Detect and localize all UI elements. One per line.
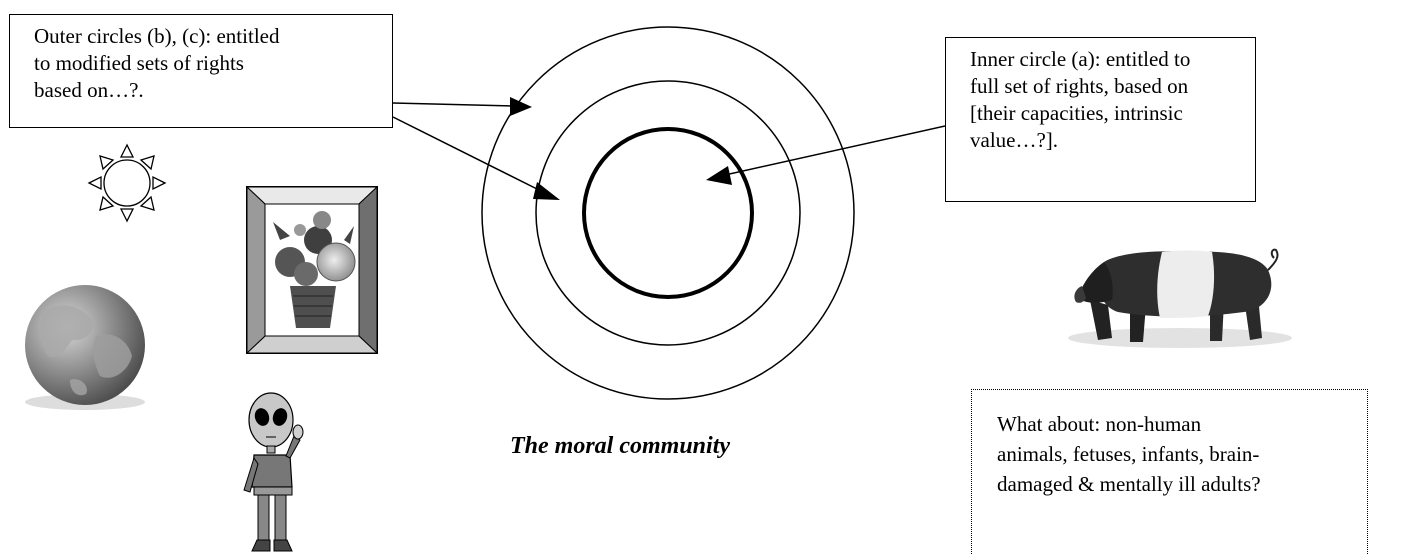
- pig-icon: [1068, 250, 1292, 348]
- sun-icon: [89, 145, 165, 221]
- question-line-1: What about: non-human: [997, 409, 1367, 439]
- question-line-3: damaged & mentally ill adults?: [997, 469, 1367, 499]
- framed-flower-painting-icon: [247, 187, 377, 353]
- inner-circle: [584, 129, 752, 297]
- outer-circles-label-box: Outer circles (b), (c): entitled to modi…: [9, 14, 393, 128]
- inner-label-line-2: full set of rights, based on: [970, 73, 1255, 100]
- question-line-2: animals, fetuses, infants, brain-: [997, 439, 1367, 469]
- earth-globe-icon: [25, 285, 145, 410]
- middle-circle: [536, 81, 800, 345]
- outer-circle: [482, 27, 854, 399]
- inner-label-line-4: value…?].: [970, 127, 1255, 154]
- alien-waving-icon: [244, 393, 303, 551]
- inner-label-line-3: [their capacities, intrinsic: [970, 100, 1255, 127]
- outer-label-line-2: to modified sets of rights: [34, 50, 392, 77]
- arrow-to-middle-circle: [393, 117, 560, 200]
- diagram-caption: The moral community: [510, 433, 850, 460]
- question-box: What about: non-human animals, fetuses, …: [971, 389, 1368, 554]
- inner-label-line-1: Inner circle (a): entitled to: [970, 46, 1255, 73]
- inner-circle-label-box: Inner circle (a): entitled to full set o…: [945, 37, 1256, 202]
- arrow-to-outer-circle: [393, 97, 532, 116]
- outer-label-line-1: Outer circles (b), (c): entitled: [34, 23, 392, 50]
- outer-label-line-3: based on…?.: [34, 77, 392, 104]
